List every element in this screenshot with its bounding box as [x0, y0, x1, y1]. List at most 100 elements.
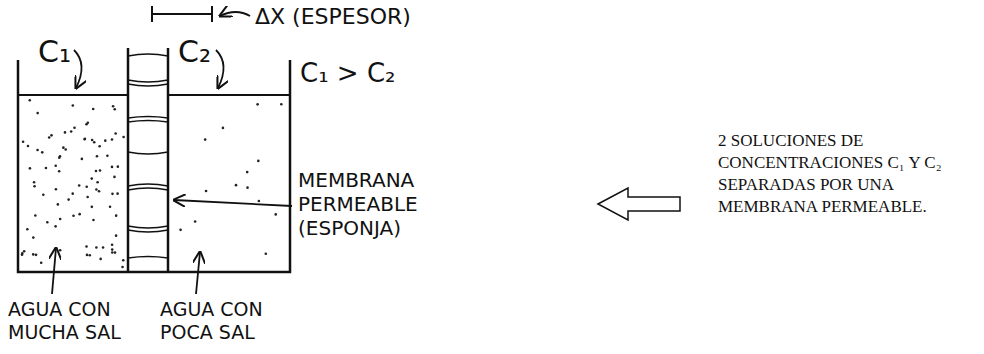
- salt-dot: [116, 192, 119, 195]
- salt-dot: [112, 105, 115, 108]
- salt-dot: [194, 220, 197, 223]
- salt-dot: [48, 136, 51, 139]
- salt-dot: [85, 185, 88, 188]
- salt-dot: [78, 184, 81, 187]
- salt-dot: [111, 251, 114, 254]
- salt-dot: [222, 127, 225, 130]
- salt-dot: [84, 138, 87, 141]
- salt-dot: [59, 218, 62, 221]
- salt-dot: [98, 145, 101, 148]
- concentration-label: C₂: [178, 34, 218, 70]
- salt-dot: [59, 249, 62, 252]
- salt-dot: [29, 167, 32, 170]
- part-label: AGUA CON POCA SAL: [160, 298, 300, 344]
- salt-dot: [246, 186, 249, 189]
- salt-dot: [22, 140, 25, 143]
- salt-dot: [32, 236, 35, 239]
- salt-dot: [111, 243, 114, 246]
- salt-dot: [109, 205, 112, 208]
- salt-dots: [21, 99, 283, 268]
- salt-dot: [70, 130, 73, 133]
- salt-dot: [111, 166, 114, 169]
- salt-dot: [111, 138, 114, 141]
- salt-dot: [95, 246, 98, 249]
- salt-dot: [95, 188, 98, 191]
- salt-dot: [46, 221, 49, 224]
- hollow-arrow: [598, 188, 680, 220]
- salt-dot: [58, 170, 61, 173]
- concentration-label: C₁: [38, 34, 78, 70]
- salt-dot: [274, 213, 277, 216]
- salt-dot: [36, 149, 39, 152]
- salt-dot: [91, 206, 94, 209]
- salt-dot: [102, 246, 105, 249]
- salt-dot: [122, 136, 125, 139]
- salt-dot: [57, 203, 60, 206]
- salt-dot: [205, 190, 208, 193]
- salt-dot: [114, 132, 117, 135]
- salt-dot: [83, 138, 86, 141]
- leader-arrow: [52, 248, 56, 294]
- salt-dot: [23, 250, 26, 253]
- salt-dot: [36, 112, 39, 115]
- salt-dot: [55, 188, 58, 191]
- salt-dot: [92, 219, 95, 222]
- salt-dot: [50, 134, 53, 137]
- salt-dot: [35, 254, 38, 257]
- leader-arrow: [220, 12, 250, 16]
- salt-dot: [21, 252, 24, 255]
- leader-arrow: [216, 50, 224, 88]
- salt-dot: [91, 139, 94, 142]
- salt-dot: [114, 251, 117, 254]
- salt-dot: [28, 99, 31, 102]
- salt-dot: [26, 228, 29, 231]
- water-surface: [168, 94, 290, 96]
- dimension-label: ΔX (ESPESOR): [255, 4, 445, 30]
- salt-dot: [34, 214, 37, 217]
- salt-dot: [40, 261, 43, 264]
- salt-dot: [121, 266, 124, 269]
- salt-dot: [96, 181, 99, 184]
- salt-dot: [32, 253, 35, 256]
- salt-dot: [257, 160, 260, 163]
- salt-dot: [85, 245, 88, 248]
- salt-dot: [88, 254, 91, 257]
- salt-dot: [72, 104, 75, 107]
- salt-dot: [246, 171, 249, 174]
- salt-dot: [122, 259, 125, 262]
- salt-dot: [86, 196, 89, 199]
- salt-dot: [78, 213, 81, 216]
- salt-dot: [93, 141, 96, 144]
- salt-dot: [256, 103, 259, 106]
- note-text: 2 SOLUCIONES DE CONCENTRACIONES C₁ Y C₂ …: [718, 130, 973, 218]
- salt-dot: [106, 155, 109, 158]
- salt-dot: [41, 151, 44, 154]
- salt-dot: [87, 121, 90, 124]
- salt-dot: [45, 167, 48, 170]
- salt-dot: [104, 139, 107, 142]
- salt-dot: [98, 190, 101, 193]
- salt-dot: [54, 225, 57, 228]
- salt-dot: [115, 234, 118, 237]
- salt-dot: [95, 170, 98, 173]
- salt-dot: [67, 198, 70, 201]
- salt-dot: [90, 177, 93, 180]
- salt-dot: [117, 165, 120, 168]
- salt-dot: [64, 148, 67, 151]
- salt-dot: [179, 229, 182, 232]
- salt-dot: [265, 252, 268, 255]
- salt-dot: [258, 200, 261, 203]
- salt-dot: [71, 192, 74, 195]
- salt-dot: [235, 184, 238, 187]
- salt-dot: [64, 131, 67, 134]
- leader-arrow: [196, 252, 200, 294]
- relation-label: C₁ > C₂: [300, 58, 440, 89]
- salt-dot: [99, 169, 102, 172]
- membrane: [128, 48, 168, 272]
- salt-dot: [42, 194, 45, 197]
- part-label: MEMBRANA PERMEABLE (ESPONJA): [298, 168, 448, 240]
- part-label: AGUA CON MUCHA SAL: [8, 298, 148, 344]
- salt-dot: [113, 108, 116, 111]
- salt-dot: [73, 127, 76, 130]
